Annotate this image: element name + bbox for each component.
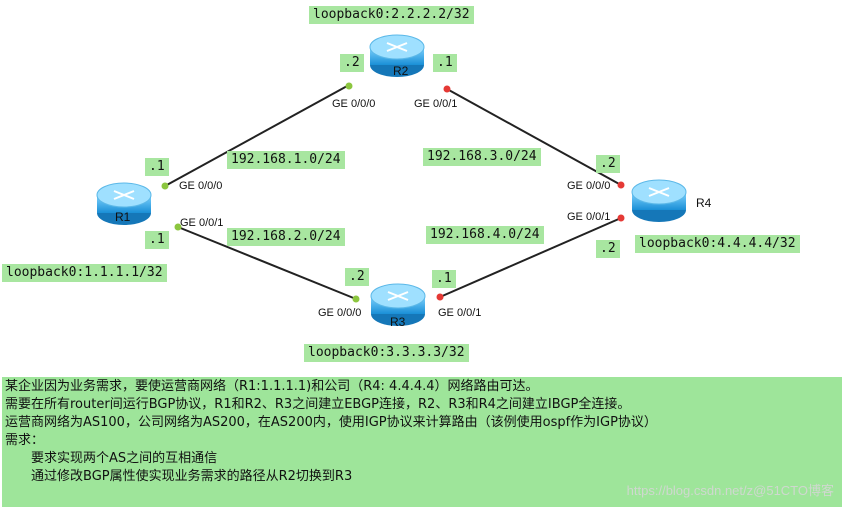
router-icon[interactable] <box>369 34 425 77</box>
port-dot-r1-ge000 <box>161 182 169 190</box>
port-dot-r3-ge001 <box>436 293 444 301</box>
ip-label-r3-ge001: .1 <box>432 270 456 288</box>
ip-label-r4-ge000: .2 <box>596 155 620 173</box>
port-dot-r2-ge001 <box>443 85 451 93</box>
subnet-label: 192.168.1.0/24 <box>227 151 345 169</box>
router-name-r1: R1 <box>115 210 131 224</box>
port-label-r4-ge000: GE 0/0/0 <box>567 180 611 192</box>
requirement-line: 通过修改BGP属性使实现业务需求的路径从R2切换到R3 <box>31 469 353 484</box>
port-dot-r4-ge000 <box>617 181 625 189</box>
watermark: https://blog.csdn.net/z@51CTO博客 <box>626 483 834 498</box>
requirement-line: 要求实现两个AS之间的互相通信 <box>31 451 218 466</box>
port-dot-r1-ge001 <box>174 223 182 231</box>
ip-label-r4-ge001: .2 <box>596 240 620 258</box>
port-dot-r3-ge000 <box>352 295 360 303</box>
link-r3-r4 <box>439 217 622 298</box>
subnet-label: 192.168.2.0/24 <box>227 228 345 246</box>
link-r1-r2 <box>164 84 350 187</box>
requirement-line: 需求： <box>5 433 45 448</box>
link-r2-r4 <box>446 88 622 186</box>
router-icon[interactable] <box>631 179 687 222</box>
port-label-r3-ge001: GE 0/0/1 <box>438 307 482 319</box>
port-dot-r4-ge001 <box>617 214 625 222</box>
requirements-box: 某企业因为业务需求，要使运营商网络（R1:1.1.1.1)和公司（R4: 4.4… <box>2 377 842 507</box>
port-label-r4-ge001: GE 0/0/1 <box>567 211 611 223</box>
port-label-r2-ge000: GE 0/0/0 <box>332 98 376 110</box>
router-name-r3: R3 <box>390 315 406 329</box>
requirement-line: 运营商网络为AS100，公司网络为AS200，在AS200内，使用IGP协议来计… <box>5 415 657 430</box>
loopback-label-r3: loopback0:3.3.3.3/32 <box>304 344 469 362</box>
router-name-r2: R2 <box>393 64 409 78</box>
subnet-label: 192.168.4.0/24 <box>426 226 544 244</box>
requirement-line: 需要在所有router间运行BGP协议，R1和R2、R3之间建立EBGP连接，R… <box>5 397 631 412</box>
port-label-r2-ge001: GE 0/0/1 <box>414 98 458 110</box>
network-topology <box>96 34 687 326</box>
loopback-label-r1: loopback0:1.1.1.1/32 <box>2 264 167 282</box>
subnet-label: 192.168.3.0/24 <box>423 148 541 166</box>
router-icon[interactable] <box>96 182 152 225</box>
ip-label-r2-ge001: .1 <box>433 54 457 72</box>
port-dot-r2-ge000 <box>345 82 353 90</box>
router-icon[interactable] <box>370 283 426 326</box>
ip-label-r1-ge001: .1 <box>145 231 169 249</box>
port-label-r1-ge001: GE 0/0/1 <box>180 217 224 229</box>
port-label-r1-ge000: GE 0/0/0 <box>179 180 223 192</box>
ip-label-r3-ge000: .2 <box>345 268 369 286</box>
loopback-label-r2: loopback0:2.2.2.2/32 <box>309 6 474 24</box>
port-label-r3-ge000: GE 0/0/0 <box>318 307 362 319</box>
loopback-label-r4: loopback0:4.4.4.4/32 <box>635 235 800 253</box>
router-name-r4: R4 <box>696 196 712 210</box>
link-r1-r3 <box>177 226 357 300</box>
ip-label-r2-ge000: .2 <box>340 54 364 72</box>
requirement-line: 某企业因为业务需求，要使运营商网络（R1:1.1.1.1)和公司（R4: 4.4… <box>5 379 539 394</box>
ip-label-r1-ge000: .1 <box>145 158 169 176</box>
